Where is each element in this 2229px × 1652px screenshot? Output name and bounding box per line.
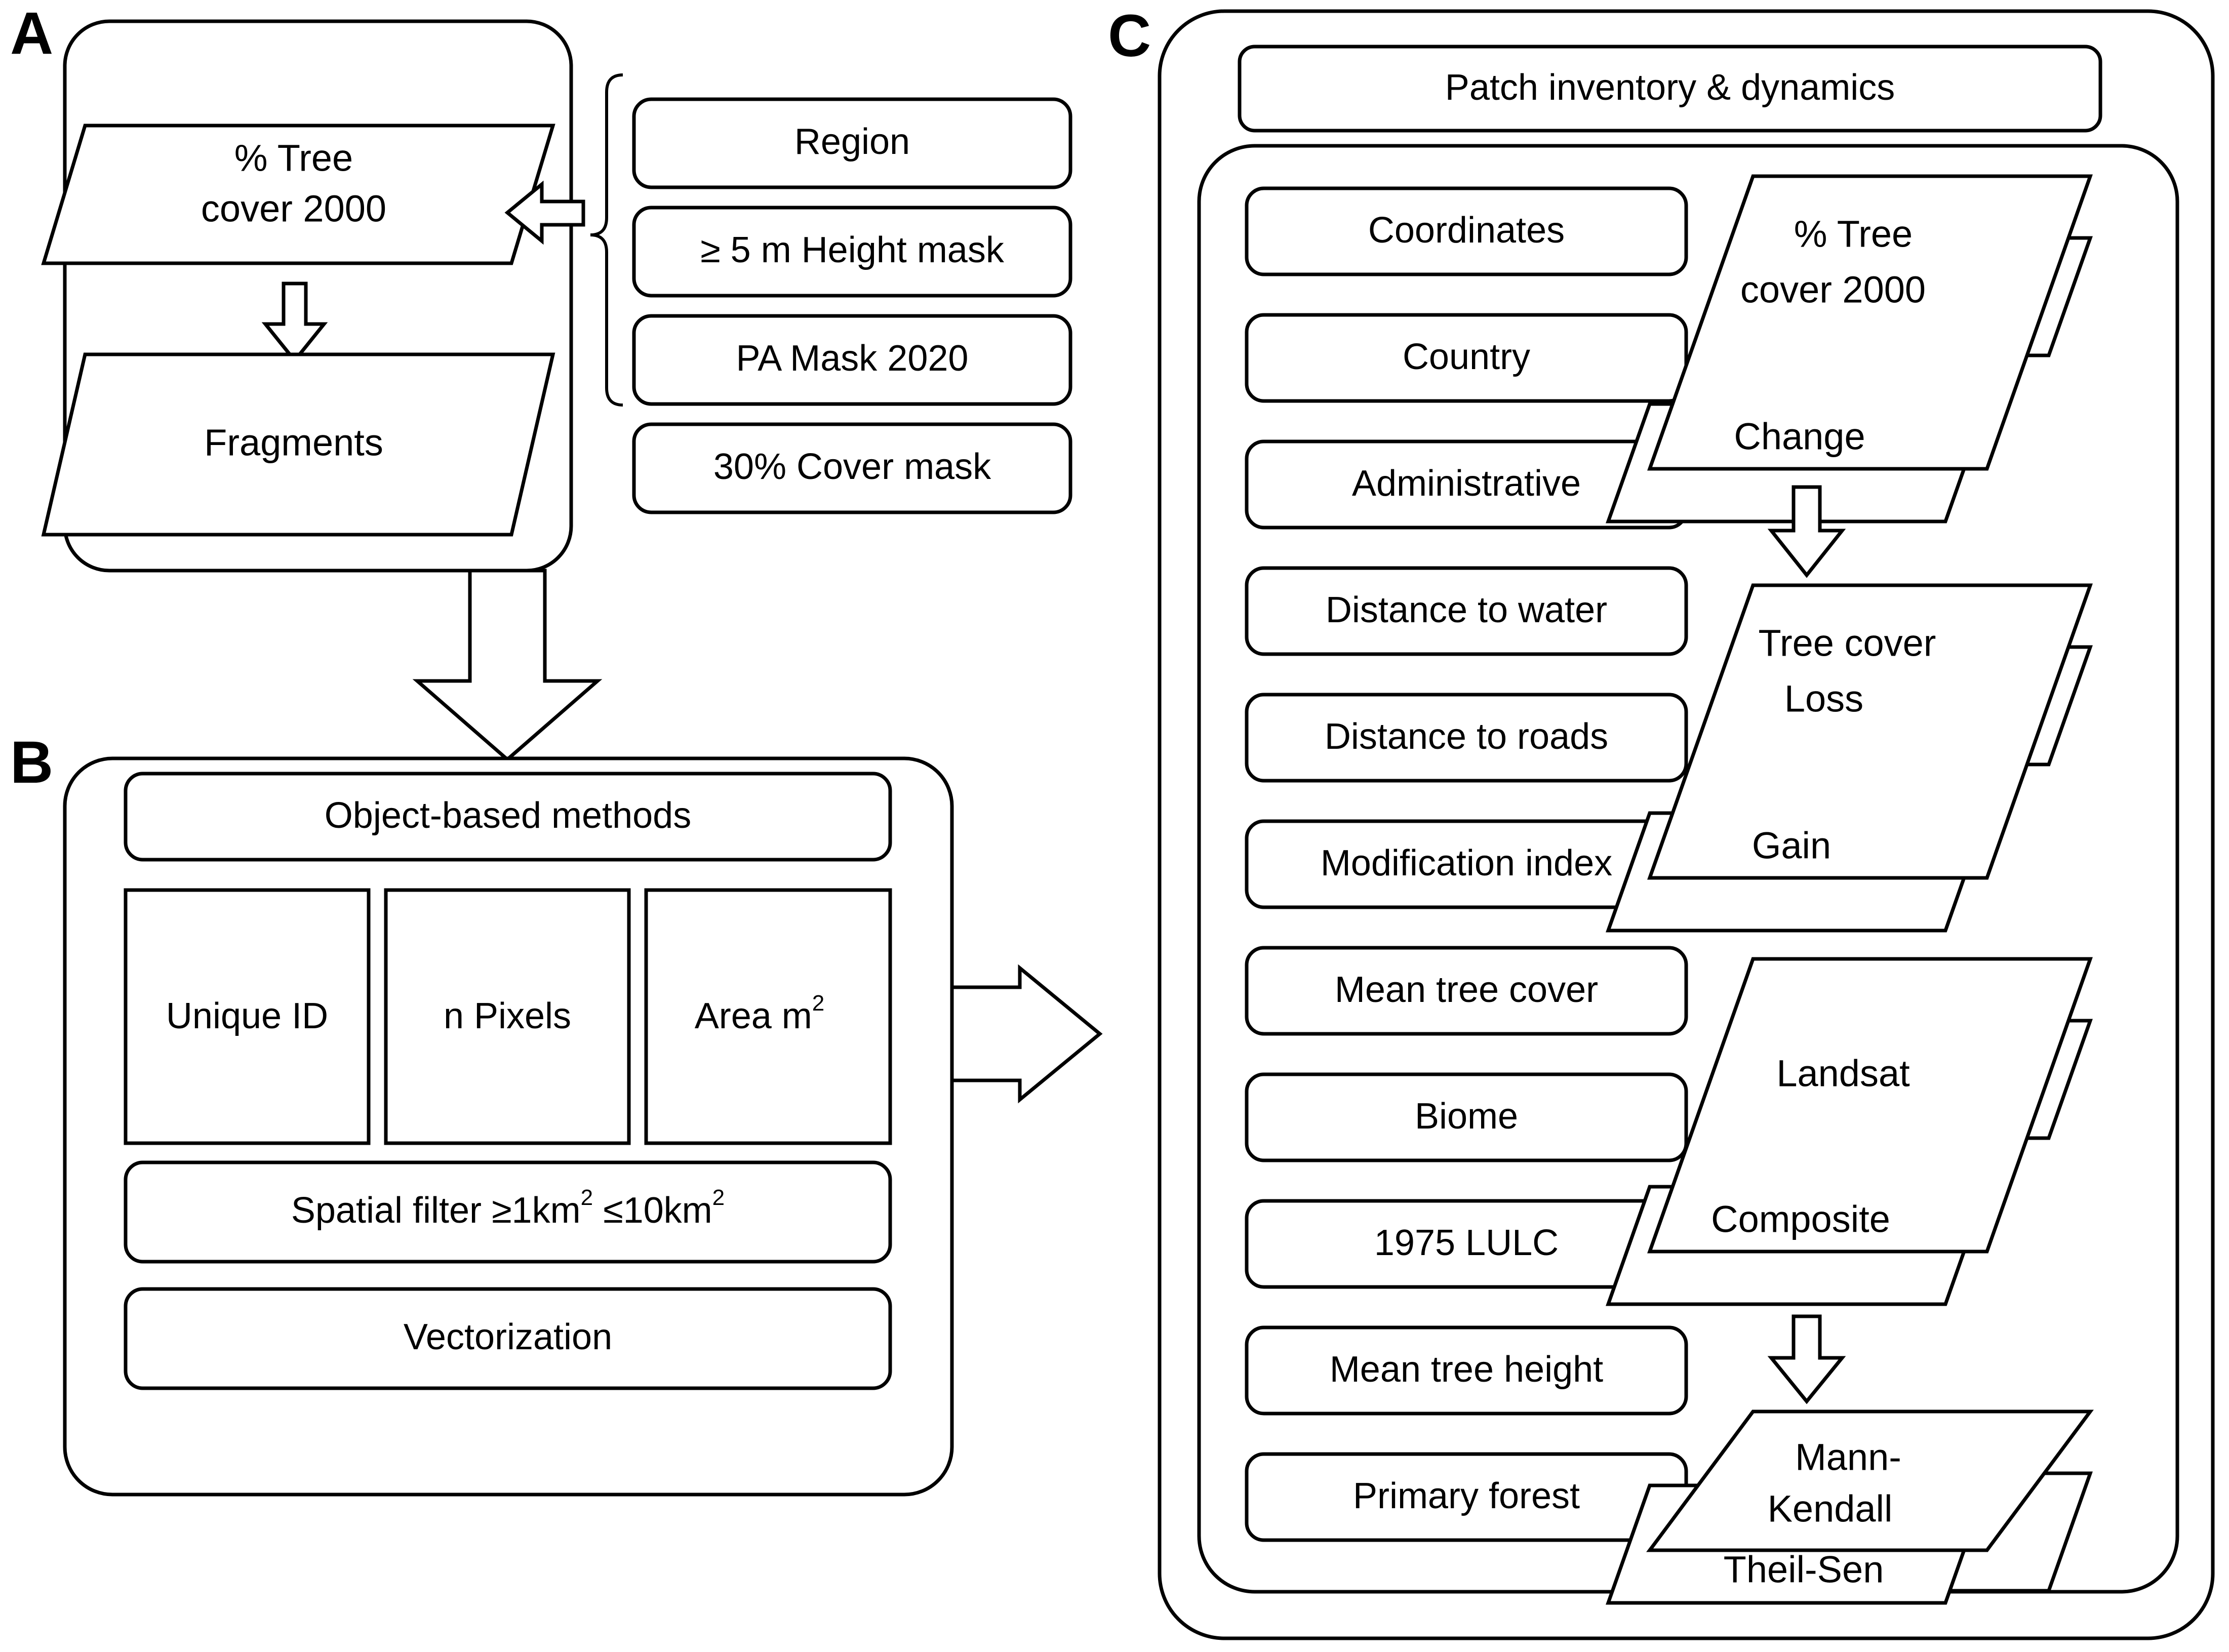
panel-a-box-pa-mask[interactable] [632, 314, 1072, 406]
panel-a-tree-cover-line2: cover 2000 [201, 188, 386, 230]
stack1-bottom-label: Change [1734, 416, 1865, 458]
stack4-front-line1: Mann- [1795, 1436, 1901, 1478]
panel-a-box-region-label: Region [794, 122, 910, 162]
panel-a-fragments-label: Fragments [204, 422, 383, 464]
panel-b-vectorization-box[interactable] [124, 1287, 892, 1390]
panel-b-spatial-filter-box[interactable] [124, 1160, 892, 1264]
stack2-front-line1: Tree cover [1759, 622, 1936, 664]
panel-b-spatial-filter-label: Spatial filter ≥1km2 ≤10km2 [291, 1185, 725, 1231]
panel-c-attr-distance-to-water-label: Distance to water [1326, 590, 1607, 630]
panel-b-label: B [10, 729, 53, 796]
arrow-b-to-c [950, 964, 1103, 1104]
panel-a-box-region[interactable] [632, 97, 1072, 189]
panel-c-attr-country[interactable] [1245, 313, 1688, 403]
panel-a-box-height-mask[interactable] [632, 206, 1072, 298]
panel-a-tree-cover-shape [41, 124, 555, 265]
stack2-bottom-label: Gain [1752, 825, 1831, 867]
panel-c-stack-tree-cover-2000: % Tree cover 2000 Change [1606, 174, 2093, 523]
panel-c-label: C [1108, 3, 1151, 69]
panel-c-stack-tree-cover-loss: Tree cover Loss Gain [1606, 583, 2093, 933]
panel-c-attr-administrative-label: Administrative [1352, 463, 1581, 504]
panel-c-attr-coordinates-label: Coordinates [1368, 210, 1565, 251]
panel-a-fragments-shape [41, 352, 555, 537]
panel-b-spatial-filter-sup2: 2 [712, 1185, 725, 1210]
panel-a-box-pa-mask-label: PA Mask 2020 [736, 338, 969, 379]
panel-c-attr-biome-label: Biome [1415, 1096, 1518, 1137]
panel-c-attr-primary-forest-label: Primary forest [1353, 1476, 1580, 1516]
panel-b-header-label: Object-based methods [325, 795, 691, 836]
panel-c-attr-distance-to-roads-label: Distance to roads [1325, 716, 1608, 757]
panel-b-cell-area-label: Area m2 [695, 991, 825, 1036]
panel-c-attr-distance-to-water[interactable] [1245, 566, 1688, 656]
panel-a-down-arrow [261, 281, 328, 364]
stack3-bottom-label: Composite [1711, 1198, 1890, 1240]
panel-c-attr-mean-tree-cover[interactable] [1245, 946, 1688, 1036]
panel-c-arrow-change-to-loss [1767, 485, 1846, 578]
panel-b-cell-n-pixels[interactable] [384, 888, 631, 1145]
stack4-front-plate [1646, 1409, 2094, 1552]
panel-b-cell-area-text: Area m [695, 996, 812, 1036]
panel-b-vectorization-label: Vectorization [404, 1317, 612, 1357]
panel-c-attr-distance-to-roads[interactable] [1245, 693, 1688, 783]
panel-c-arrow-composite-to-mk [1767, 1314, 1846, 1404]
panel-a-tree-cover-line1: % Tree [234, 137, 353, 179]
panel-c-header-label: Patch inventory & dynamics [1445, 67, 1895, 108]
panel-c-attr-lulc-1975-label: 1975 LULC [1374, 1223, 1559, 1263]
stack4-bottom-label: Theil-Sen [1724, 1549, 1884, 1591]
panel-c-attr-country-label: Country [1403, 337, 1530, 377]
panel-c-header-box[interactable] [1238, 45, 2102, 133]
panel-b-cell-unique-id-label: Unique ID [166, 996, 328, 1036]
panel-b-cell-area-sup: 2 [812, 991, 824, 1016]
stack1-front-plate [1647, 174, 2093, 471]
stack3-front-line1: Landsat [1776, 1053, 1910, 1095]
stack2-front-plate [1647, 583, 2093, 880]
panel-a-box-cover-mask[interactable] [632, 422, 1072, 514]
panel-b-header-box[interactable] [124, 772, 892, 862]
panel-b-cell-unique-id[interactable] [124, 888, 371, 1145]
panel-b-cell-area[interactable] [644, 888, 892, 1145]
panel-a-box-height-mask-label: ≥ 5 m Height mask [700, 230, 1005, 270]
panel-a-left-arrow [504, 180, 585, 245]
panel-c-attr-biome[interactable] [1245, 1072, 1688, 1162]
panel-a-box-cover-mask-label: 30% Cover mask [713, 447, 991, 487]
arrow-a-to-b [412, 569, 603, 762]
panel-c-attr-mean-tree-height-label: Mean tree height [1330, 1349, 1603, 1390]
panel-a-label: A [10, 0, 53, 67]
panel-b-spatial-filter-mid: ≤10km [593, 1190, 712, 1231]
panel-c-attr-coordinates[interactable] [1245, 186, 1688, 276]
panel-c-attr-mean-tree-cover-label: Mean tree cover [1335, 970, 1598, 1010]
stack2-front-line2: Loss [1784, 678, 1863, 720]
panel-c-stack-mann-kendall: Mann- Kendall Theil-Sen [1606, 1409, 2094, 1605]
panel-b-cell-n-pixels-label: n Pixels [444, 996, 571, 1036]
panel-b-spatial-filter-sup1: 2 [581, 1185, 593, 1210]
stack1-front-line1: % Tree [1794, 213, 1913, 255]
panel-c-attr-modification-index-label: Modification index [1321, 843, 1612, 883]
panel-b-spatial-filter-pre: Spatial filter ≥1km [291, 1190, 581, 1231]
stack4-front-line2: Kendall [1768, 1488, 1893, 1530]
stack3-front-plate [1647, 957, 2093, 1254]
panel-c-attr-mean-tree-height[interactable] [1245, 1325, 1688, 1416]
panel-a-brace [590, 73, 623, 407]
panel-c-stack-landsat: Landsat Composite [1606, 957, 2093, 1306]
stack1-front-line2: cover 2000 [1740, 269, 1926, 311]
